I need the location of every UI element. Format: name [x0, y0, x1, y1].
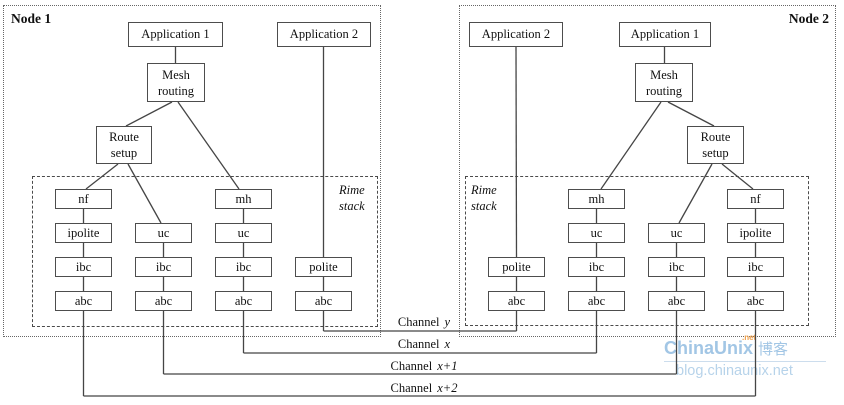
node1-c2-ibc-box: ibc — [135, 257, 192, 277]
wire-n2-app2-polite — [515, 46, 518, 258]
node2-application2-box: Application 2 — [469, 22, 563, 47]
node2-c1-polite-box: polite — [488, 257, 545, 277]
watermark-brand: ChinaUnix — [664, 338, 754, 358]
wire-n2-mesh-mh — [600, 101, 662, 190]
node1-c4-abc-box: abc — [295, 291, 352, 311]
node2-c4-abc-box: abc — [727, 291, 784, 311]
node2-c3-abc-box: abc — [648, 291, 705, 311]
node1-mesh-line1: Mesh — [162, 67, 190, 82]
node1-boundary — [3, 5, 381, 337]
channel-y-word: Channel — [397, 315, 440, 329]
node2-c3-ibc-box: ibc — [648, 257, 705, 277]
node1-rime-stack-boundary — [32, 176, 378, 327]
node1-mesh-routing-box: Mesh routing — [147, 63, 205, 102]
node2-route-line2: setup — [702, 146, 729, 160]
node2-c4-nf-box: nf — [727, 189, 784, 209]
node1-rime-word: Rime — [339, 183, 365, 197]
node1-c2-uc-box: uc — [135, 223, 192, 243]
node2-c4-ipolite-box: ipolite — [727, 223, 784, 243]
node2-mesh-routing-box: Mesh routing — [635, 63, 693, 102]
watermark-net-tag: .net — [742, 333, 757, 342]
channel-x1-word: Channel — [390, 359, 433, 373]
node1-route-line2: setup — [110, 146, 138, 160]
watermark-divider — [664, 361, 826, 362]
channel-x1-var: x+1 — [437, 359, 458, 373]
node1-c4-polite-box: polite — [295, 257, 352, 277]
channel-x1-label: Channel x+1 — [374, 359, 474, 374]
node2-rime-stack-label: Rime stack — [471, 182, 497, 214]
node2-c2-mh-box: mh — [568, 189, 625, 209]
wire-n2-mesh-route — [667, 101, 715, 127]
node1-c2-abc-box: abc — [135, 291, 192, 311]
channel-x-var: x — [444, 337, 451, 351]
node1-route-setup-box: Route setup — [96, 126, 152, 164]
node1-rime-stack-label: Rime stack — [339, 182, 365, 214]
node2-label: Node 2 — [788, 11, 829, 26]
node1-mesh-line2: routing — [157, 83, 195, 98]
watermark-suffix: 博客 — [758, 341, 789, 358]
node1-c3-ibc-box: ibc — [215, 257, 272, 277]
wire-n1-route-nf — [85, 163, 119, 190]
channel-x2-word: Channel — [390, 381, 433, 395]
wire-n1-route-uc — [127, 163, 162, 224]
node1-route-line1: Route — [109, 130, 139, 144]
node2-c4-ibc-box: ibc — [727, 257, 784, 277]
channel-y-var: y — [444, 315, 451, 329]
node2-route-line1: Route — [700, 130, 731, 144]
node1-stack-word: stack — [339, 199, 365, 213]
node2-c3-uc-box: uc — [648, 223, 705, 243]
node1-application1-box: Application 1 — [128, 22, 223, 47]
wire-n1-mesh-route — [125, 101, 173, 127]
node1-c3-abc-box: abc — [215, 291, 272, 311]
node1-c1-ibc-box: ibc — [55, 257, 112, 277]
node2-c2-abc-box: abc — [568, 291, 625, 311]
channel-y-label: Channel y — [374, 315, 474, 330]
node1-c3-mh-box: mh — [215, 189, 272, 209]
wire-n2-route-uc — [678, 163, 713, 224]
wire-n1-mesh-mh — [177, 101, 240, 190]
node1-application2-box: Application 2 — [277, 22, 371, 47]
node2-route-setup-box: Route setup — [687, 126, 744, 164]
node2-rime-word: Rime — [471, 183, 497, 197]
node1-c1-ipolite-box: ipolite — [55, 223, 112, 243]
node2-rime-stack-boundary — [465, 176, 809, 326]
channel-x2-label: Channel x+2 — [374, 381, 474, 396]
node2-boundary — [459, 5, 836, 337]
channel-x-label: Channel x — [374, 337, 474, 352]
node1-c1-abc-box: abc — [55, 291, 112, 311]
node1-c1-nf-box: nf — [55, 189, 112, 209]
node2-stack-word: stack — [471, 199, 497, 213]
node2-mesh-line1: Mesh — [650, 67, 678, 82]
node1-label: Node 1 — [11, 11, 52, 26]
node2-application1-box: Application 1 — [619, 22, 711, 47]
channel-x2-var: x+2 — [437, 381, 458, 395]
node2-c2-uc-box: uc — [568, 223, 625, 243]
wire-n2-route-nf — [721, 163, 754, 190]
node2-mesh-line2: routing — [645, 83, 683, 98]
node1-c3-uc-box: uc — [215, 223, 272, 243]
watermark-url: blog.chinaunix.net — [676, 363, 793, 379]
node2-c1-abc-box: abc — [488, 291, 545, 311]
node2-c2-ibc-box: ibc — [568, 257, 625, 277]
channel-x-word: Channel — [397, 337, 440, 351]
